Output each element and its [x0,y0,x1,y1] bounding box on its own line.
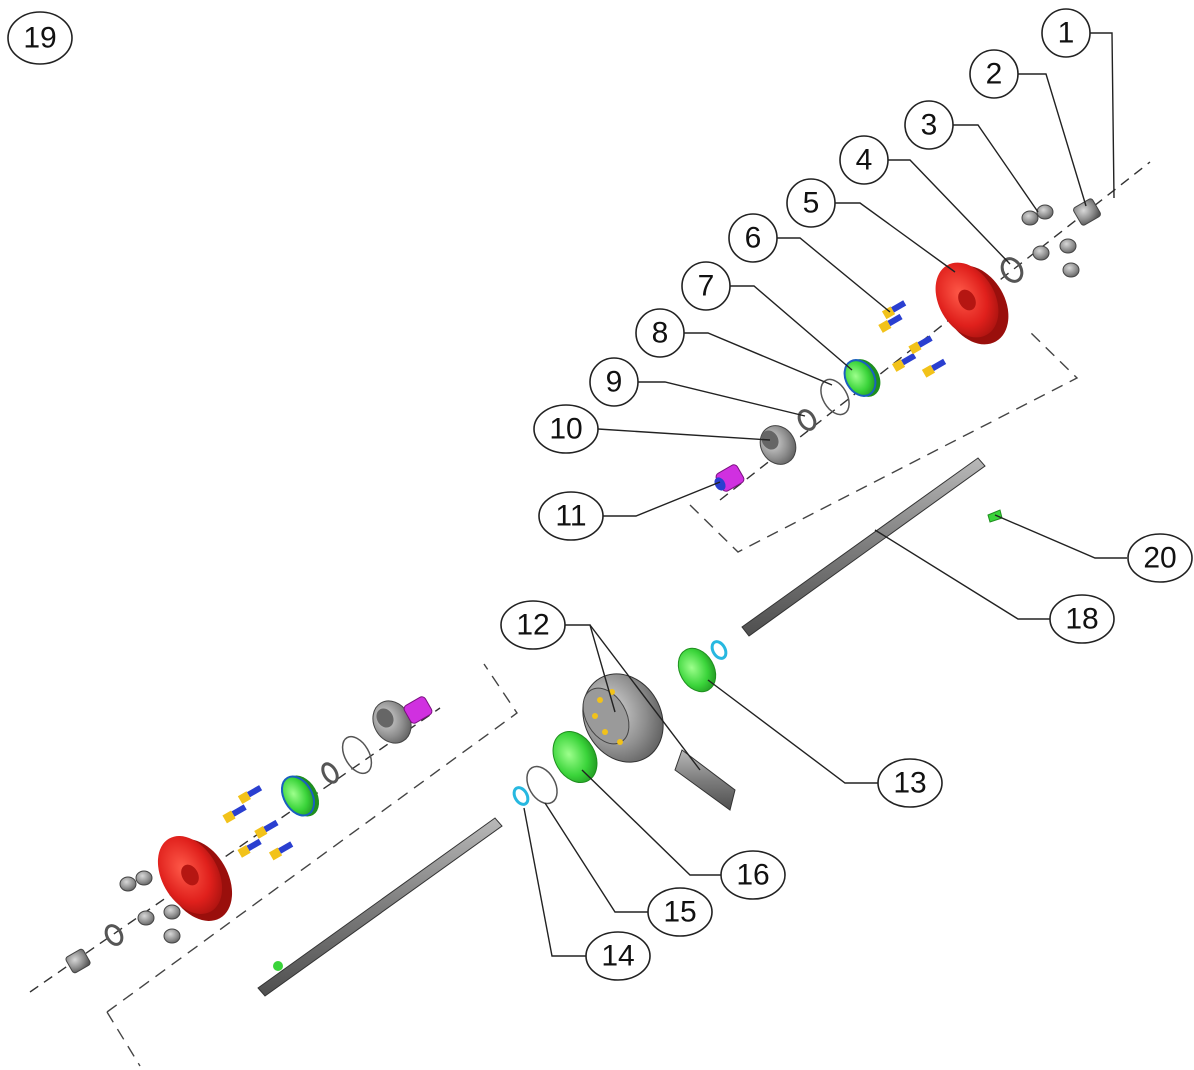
small-key-part-20 [987,509,1003,523]
lower-green-bearing [280,775,320,817]
callout-6: 6 [728,213,778,263]
cyan-ring-part-14 [512,786,530,806]
shaft-part-18 [741,457,986,637]
svg-text:8: 8 [652,317,669,350]
svg-text:19: 19 [23,22,56,55]
svg-text:16: 16 [736,859,769,892]
callout-15: 15 [647,887,713,937]
svg-text:4: 4 [856,144,873,177]
svg-text:9: 9 [606,366,623,399]
lower-bolts [222,785,294,861]
lower-nuts [119,870,181,944]
green-bearing-part-13 [677,647,717,693]
callout-13: 13 [877,758,943,808]
lower-oring [341,735,373,775]
svg-text:6: 6 [745,222,762,255]
hub-part-10 [759,425,797,465]
leader-lines [523,32,1127,957]
svg-text:5: 5 [803,187,820,220]
callout-14: 14 [585,931,651,981]
nuts-part-3 [1021,204,1080,278]
cyan-ring-upper [710,640,728,660]
svg-text:18: 18 [1065,603,1098,636]
callout-20: 20 [1127,533,1193,583]
washer-part-4 [1000,257,1024,283]
callout-7: 7 [681,261,731,311]
svg-text:11: 11 [555,500,586,533]
svg-text:7: 7 [698,270,715,303]
svg-text:3: 3 [921,109,938,142]
lower-hub [372,700,412,744]
svg-text:15: 15 [663,896,696,929]
lower-shaft [257,817,503,997]
snap-ring-part-9 [797,409,817,431]
bolts-part-6 [878,300,947,378]
callout-10: 10 [533,404,599,454]
callout-18: 18 [1049,594,1115,644]
callout-8: 8 [635,308,685,358]
callout-1: 1 [1041,8,1091,58]
callout-11: 11 [538,491,604,541]
svg-text:1: 1 [1058,17,1075,50]
callout-4: 4 [839,135,889,185]
upper-dashed-box [689,331,1079,553]
oring-part-15 [526,765,558,805]
lower-washer [104,924,124,946]
lower-magenta-spacer [403,696,433,724]
nut-part-2 [1073,198,1101,226]
svg-text:10: 10 [549,413,582,446]
lower-snap-ring [321,762,339,784]
svg-text:2: 2 [986,58,1003,91]
red-flange-part-5 [935,262,1009,345]
callout-2: 2 [969,49,1019,99]
svg-text:12: 12 [516,609,549,642]
callout-5: 5 [786,178,836,228]
lower-dashed-box [106,663,518,1067]
svg-text:13: 13 [893,767,926,800]
magenta-spacer-part-11 [714,464,745,492]
callout-12: 12 [500,600,566,650]
svg-text:14: 14 [601,940,634,973]
lower-red-flange [157,836,233,921]
callout-9: 9 [589,357,639,407]
callout-16: 16 [720,850,786,900]
lower-nut [65,948,91,974]
oring-part-8 [820,378,850,416]
green-bearing-part-7 [843,359,881,397]
svg-text:20: 20 [1143,542,1176,575]
green-bearing-part-16 [552,731,598,783]
figure-label: 19 [7,11,73,65]
lower-axis-line [29,707,441,993]
callout-3: 3 [904,100,954,150]
